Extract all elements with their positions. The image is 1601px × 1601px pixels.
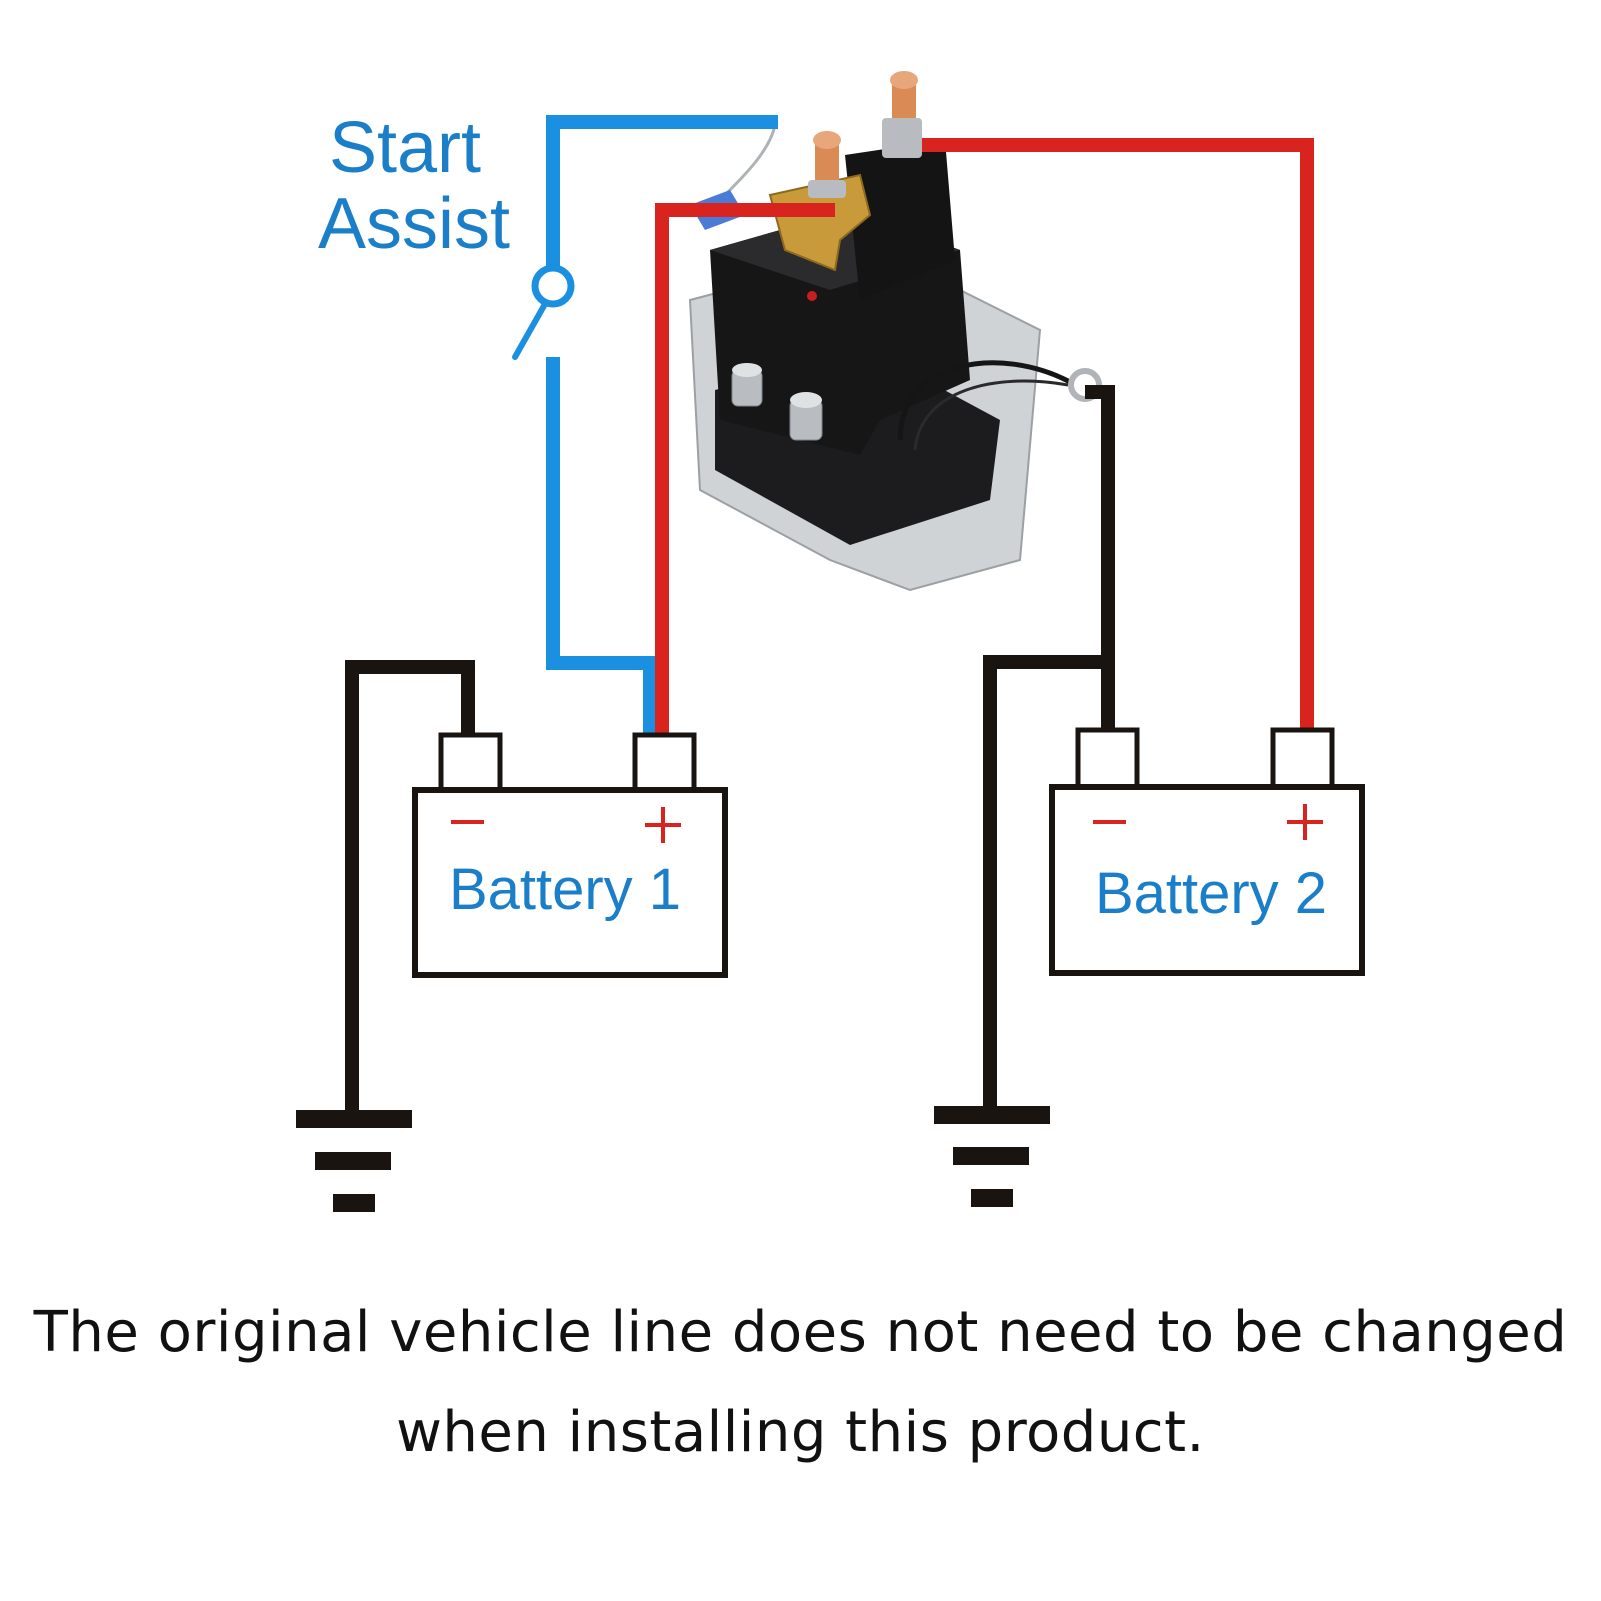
switch-contact-icon bbox=[531, 264, 575, 308]
start-assist-label-line2: Assist bbox=[318, 184, 510, 264]
battery2-neg-terminal bbox=[1075, 727, 1140, 790]
caption-line-1: The original vehicle line does not need … bbox=[33, 1300, 1568, 1365]
battery1-neg-terminal bbox=[438, 732, 503, 793]
battery2-body bbox=[1049, 784, 1365, 976]
switch-lever-icon bbox=[512, 301, 548, 360]
ground-wire-relay bbox=[1085, 385, 1115, 730]
relay-brass-bracket bbox=[768, 173, 872, 272]
ground-wire-battery2 bbox=[983, 655, 1108, 1112]
relay-ground-loop bbox=[897, 360, 1072, 441]
battery2-pos-terminal bbox=[1270, 727, 1335, 790]
battery-1: Battery 1 bbox=[412, 732, 728, 978]
battery-2: Battery 2 bbox=[1049, 727, 1365, 976]
relay-device bbox=[688, 71, 1102, 592]
relay-led bbox=[807, 291, 817, 301]
battery2-label: Battery 2 bbox=[1095, 861, 1327, 926]
ground-symbol-2-icon bbox=[934, 1106, 1050, 1207]
ground-wire-battery1 bbox=[345, 660, 475, 1115]
positive-wire-battery1 bbox=[655, 203, 835, 735]
start-assist-wire bbox=[546, 115, 778, 735]
relay-blue-lead bbox=[723, 124, 777, 197]
battery1-pos-terminal bbox=[632, 732, 697, 793]
positive-wire-battery2 bbox=[922, 138, 1314, 728]
bolt-2 bbox=[789, 392, 823, 441]
caption-line-2: when installing this product. bbox=[396, 1400, 1205, 1465]
ground-symbol-1-icon bbox=[296, 1110, 412, 1212]
copper-stud-left bbox=[808, 131, 846, 198]
copper-stud-right bbox=[882, 71, 922, 158]
start-wire-lower bbox=[546, 357, 657, 735]
battery1-label: Battery 1 bbox=[449, 857, 681, 922]
bolt-1 bbox=[731, 363, 763, 407]
start-wire-upper bbox=[546, 115, 778, 268]
relay-tower bbox=[845, 140, 955, 300]
start-assist-label-line1: Start bbox=[329, 108, 481, 188]
relay-ground-loop-inner bbox=[913, 379, 1069, 451]
